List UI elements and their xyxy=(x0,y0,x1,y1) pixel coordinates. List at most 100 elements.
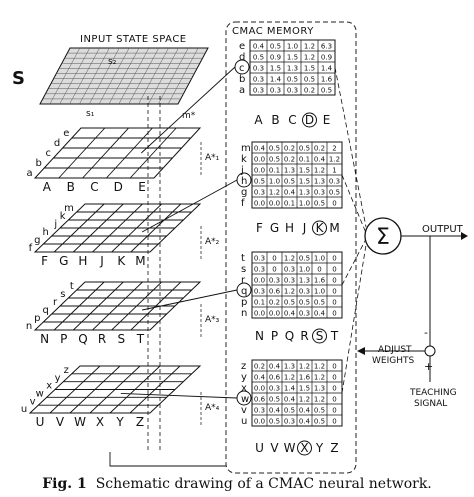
table-cell: 0 xyxy=(332,299,336,307)
input-hatch-line xyxy=(79,47,110,105)
table-cell: 1.5 xyxy=(270,65,281,73)
table-row-label: m xyxy=(241,143,251,154)
table-col-label: N xyxy=(255,329,264,343)
layer-col-label: D xyxy=(114,180,123,194)
table-cell: 0 xyxy=(332,200,336,208)
table-cell: 0.5 xyxy=(299,255,310,263)
table-cell: 0.3 xyxy=(254,189,265,197)
table-col-label: P xyxy=(271,329,278,343)
table-cell: 1.2 xyxy=(299,396,310,404)
table-cell: 1.5 xyxy=(304,65,315,73)
table-cell: 1.0 xyxy=(314,255,325,263)
table-cell: 0.3 xyxy=(253,65,264,73)
adjust-weights-arrow-head xyxy=(357,347,365,355)
table-cell: 1.0 xyxy=(269,178,280,186)
table-cell: 0.4 xyxy=(254,145,266,153)
layer-row-label: e xyxy=(63,128,69,139)
table-cell: 1.3 xyxy=(314,385,325,393)
table-cell: 6.3 xyxy=(321,43,332,51)
layer-row-label: h xyxy=(42,227,48,238)
table-cell: 0.9 xyxy=(321,54,332,62)
layer-grid-line xyxy=(82,127,129,179)
layer-row-label: z xyxy=(64,365,69,376)
table-cell: 0.4 xyxy=(269,363,281,371)
table-col-label: T xyxy=(330,329,339,343)
input-hatch-line xyxy=(138,47,169,105)
table-cell: 1.0 xyxy=(299,200,310,208)
layer-row-label: g xyxy=(34,235,40,246)
table-cell: 1.6 xyxy=(321,76,333,84)
layer-row-label: c xyxy=(46,148,52,159)
table-cell: 0.0 xyxy=(254,310,265,318)
table-cell: 0 xyxy=(332,363,336,371)
table-cell: 1.2 xyxy=(314,363,325,371)
input-hatch-line xyxy=(118,47,150,105)
table-cell: 0.1 xyxy=(284,200,295,208)
table-col-label: M xyxy=(329,221,339,235)
table-cell: 1.4 xyxy=(284,385,296,393)
layer-col-label: G xyxy=(59,254,68,268)
table-cell: 0.4 xyxy=(299,418,311,426)
input-hatch-line xyxy=(89,47,120,105)
input-hatch-line xyxy=(108,47,140,105)
table-cell: 0.3 xyxy=(269,385,280,393)
layer-row-label: f xyxy=(29,243,33,254)
table-cell: 0.5 xyxy=(269,145,280,153)
table-row-label: v xyxy=(241,405,247,416)
layer-plane xyxy=(33,127,202,179)
table-cell: 0.5 xyxy=(304,76,315,84)
table-cell: 0 xyxy=(332,407,336,415)
table-col-label: F xyxy=(256,221,263,235)
layer-col-label: S xyxy=(117,332,125,346)
table-col-label: A xyxy=(254,113,263,127)
table-row-label: h xyxy=(241,176,247,187)
table-cell: 0.0 xyxy=(254,277,265,285)
table-cell: 0.1 xyxy=(269,167,280,175)
table-row-label: p xyxy=(241,297,247,308)
table-row-label: z xyxy=(241,361,246,372)
input-hatch-line xyxy=(98,47,130,105)
table-cell: 1.0 xyxy=(314,288,325,296)
table-cell: 0.5 xyxy=(269,156,280,164)
comparator-node xyxy=(424,345,436,357)
table-col-label: V xyxy=(270,441,279,455)
table-cell: 0.0 xyxy=(254,156,265,164)
layer-col-label: U xyxy=(36,415,45,429)
table-col-label: U xyxy=(255,441,264,455)
layer-col-label: C xyxy=(90,180,98,194)
table-col-label: W xyxy=(284,441,296,455)
layer-col-label: P xyxy=(60,332,67,346)
cmac-memory-title: CMAC MEMORY xyxy=(232,26,314,37)
caption-text: Schematic drawing of a CMAC neural netwo… xyxy=(95,476,432,492)
table-cell: 0.5 xyxy=(299,145,310,153)
plus-sign: + xyxy=(424,360,433,373)
cmac-memory-box xyxy=(225,21,357,474)
layer-to-memory-line xyxy=(141,289,238,311)
table-cell: 0.2 xyxy=(269,299,280,307)
output-label: OUTPUT xyxy=(422,224,464,235)
teaching-label-line1: TEACHING xyxy=(409,388,457,398)
layer-col-label: Y xyxy=(115,415,124,429)
layer-col-label: Q xyxy=(78,332,87,346)
table-cell: 0.4 xyxy=(314,156,326,164)
input-space-hatching xyxy=(42,47,206,105)
input-space-axis-2: s₂ xyxy=(108,57,117,67)
selected-col-marker xyxy=(312,328,327,344)
table-cell: 0 xyxy=(332,374,336,382)
table-cell: 0 xyxy=(272,255,276,263)
table-cell: 0.5 xyxy=(299,299,310,307)
table-row-label: b xyxy=(239,74,245,85)
table-col-label: J xyxy=(302,221,307,235)
table-cell: 1.2 xyxy=(314,167,325,175)
table-col-label: H xyxy=(285,221,294,235)
table-cell: 0.3 xyxy=(284,418,295,426)
table-cell: 0.2 xyxy=(254,363,265,371)
table-row-label: e xyxy=(239,41,245,52)
layer-col-label: J xyxy=(99,254,104,268)
table-cell: 0.3 xyxy=(270,87,281,95)
